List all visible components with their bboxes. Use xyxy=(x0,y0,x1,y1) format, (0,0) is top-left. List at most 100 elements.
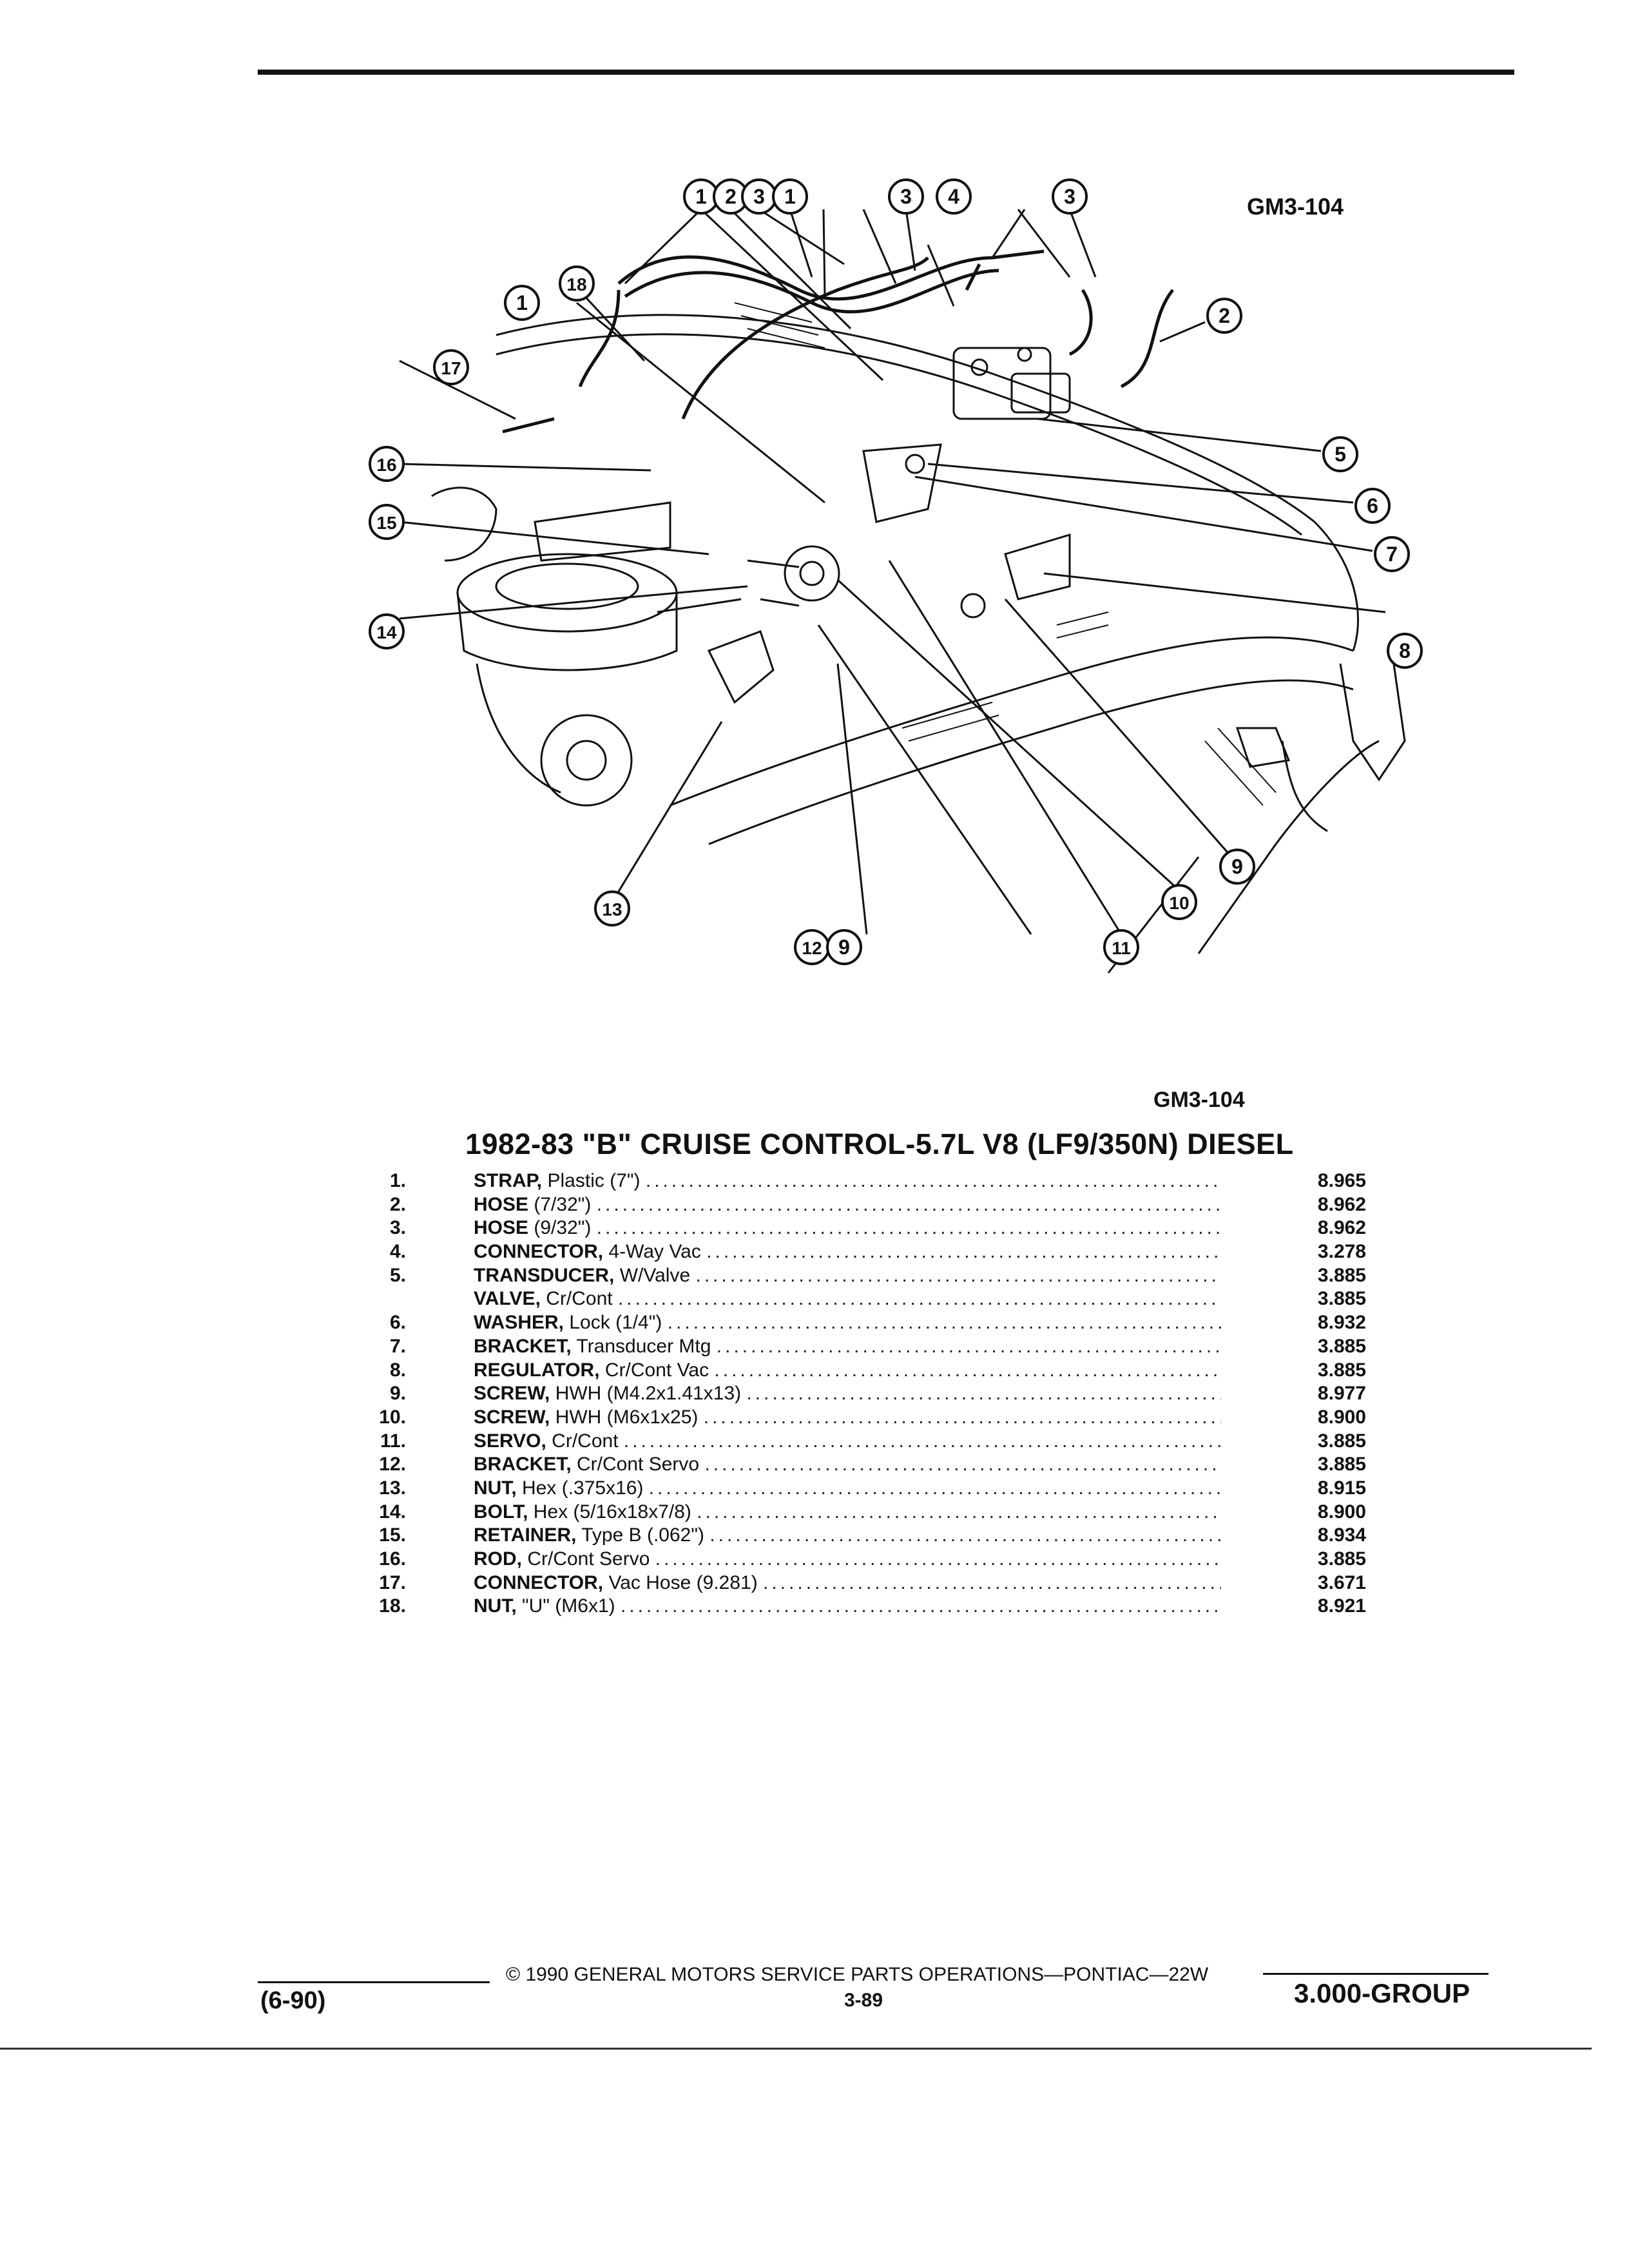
leader-dots: ........................................… xyxy=(655,1548,1221,1570)
part-detail: Plastic (7") xyxy=(547,1170,641,1191)
parts-row: 8. REGULATOR, Cr/Cont Vac ...............… xyxy=(367,1359,1366,1383)
leader-dots: ........................................… xyxy=(621,1595,1221,1617)
leader-dots: ........................................… xyxy=(703,1406,1221,1428)
part-number: 9. xyxy=(389,1383,406,1405)
part-description: RETAINER, Type B (.062") ...............… xyxy=(474,1524,1221,1547)
parts-row: 14. BOLT, Hex (5/16x18x7/8) .............… xyxy=(367,1501,1366,1524)
part-name: HOSE xyxy=(474,1193,529,1215)
part-code: 8.977 xyxy=(1317,1383,1366,1405)
part-code: 3.885 xyxy=(1317,1454,1366,1475)
callout-label: 16 xyxy=(376,455,396,475)
part-name: SCREW, xyxy=(474,1383,550,1405)
leader-dots: ........................................… xyxy=(645,1170,1221,1191)
part-detail: (9/32") xyxy=(534,1217,592,1239)
callout-marker: 10 xyxy=(1161,884,1197,920)
callout-marker: 7 xyxy=(1374,536,1410,572)
parts-row: 13. NUT, Hex (.375x16) ..................… xyxy=(367,1477,1366,1501)
part-number: 17. xyxy=(379,1571,406,1593)
part-code: 8.962 xyxy=(1317,1193,1366,1215)
part-description: REGULATOR, Cr/Cont Vac .................… xyxy=(474,1359,1221,1382)
part-number: 14. xyxy=(379,1501,406,1523)
callout-marker: 13 xyxy=(594,890,630,927)
callout-label: 5 xyxy=(1335,443,1346,466)
parts-row: 17.CONNECTOR, Vac Hose (9.281) .........… xyxy=(367,1571,1366,1595)
part-name: SERVO, xyxy=(474,1430,546,1452)
callout-label: 18 xyxy=(566,274,586,294)
part-name: CONNECTOR, xyxy=(474,1241,604,1263)
callout-markers: 1 2 3 1 3 4 3 2 18 1 17 5 16 6 15 7 14 8… xyxy=(369,178,1423,965)
part-number: 8. xyxy=(389,1359,406,1381)
leader-dots: ........................................… xyxy=(648,1477,1221,1499)
vacuum-hoses xyxy=(502,249,1174,434)
part-code: 8.921 xyxy=(1317,1595,1366,1617)
part-description: SCREW, HWH (M6x1x25) ...................… xyxy=(474,1406,1221,1429)
part-description: SCREW, HWH (M4.2x1.41x13) ..............… xyxy=(474,1382,1221,1405)
callout-marker: 12 xyxy=(794,929,830,965)
part-code: 8.900 xyxy=(1317,1501,1366,1523)
part-detail: Hex (.375x16) xyxy=(522,1477,644,1499)
figure-id-top: GM3-104 xyxy=(1247,193,1344,220)
leader-dots: ........................................… xyxy=(709,1524,1221,1546)
part-name: HOSE xyxy=(474,1217,529,1239)
callout-marker: 1 xyxy=(772,178,808,215)
callout-marker: 3 xyxy=(741,178,777,215)
callout-label: 1 xyxy=(784,185,796,208)
callout-marker: 1 xyxy=(683,178,719,215)
part-name: BRACKET, xyxy=(474,1335,572,1357)
callout-label: 3 xyxy=(753,185,765,208)
callout-marker: 11 xyxy=(1103,929,1139,965)
part-description: VALVE, Cr/Cont .........................… xyxy=(474,1287,1221,1311)
part-description: WASHER, Lock (1/4") ....................… xyxy=(474,1311,1221,1334)
callout-label: 10 xyxy=(1169,893,1189,913)
parts-list-title: 1982-83 "B" CRUISE CONTROL-5.7L V8 (LF9/… xyxy=(465,1128,1294,1160)
copyright-notice: © 1990 GENERAL MOTORS SERVICE PARTS OPER… xyxy=(506,1964,1209,1985)
part-description: BRACKET, Transducer Mtg ................… xyxy=(474,1335,1221,1358)
part-number: 1. xyxy=(389,1170,406,1191)
part-name: STRAP, xyxy=(474,1170,543,1191)
part-number: 2. xyxy=(389,1193,406,1215)
callout-label: 9 xyxy=(838,936,850,959)
engine-block xyxy=(431,486,678,807)
part-description: NUT, Hex (.375x16) .....................… xyxy=(474,1477,1221,1500)
part-code: 3.278 xyxy=(1317,1241,1366,1263)
callout-marker: 18 xyxy=(559,265,595,302)
part-number: 15. xyxy=(379,1524,406,1546)
leader-dots: ........................................… xyxy=(704,1454,1221,1475)
part-description: HOSE (7/32") ...........................… xyxy=(474,1193,1221,1216)
leader-dots: ........................................… xyxy=(617,1288,1221,1310)
part-detail: HWH (M6x1x25) xyxy=(555,1406,699,1428)
part-description: BRACKET, Cr/Cont Servo .................… xyxy=(474,1453,1221,1476)
part-detail: Cr/Cont xyxy=(552,1430,619,1452)
callout-marker: 4 xyxy=(936,178,972,215)
callout-label: 3 xyxy=(900,185,912,208)
parts-row: VALVE, Cr/Cont .........................… xyxy=(367,1287,1366,1311)
callout-label: 13 xyxy=(602,899,622,919)
parts-row: 10.SCREW, HWH (M6x1x25) ................… xyxy=(367,1406,1366,1430)
part-description: BOLT, Hex (5/16x18x7/8) ................… xyxy=(474,1501,1221,1524)
leader-dots: ........................................… xyxy=(667,1312,1221,1334)
part-name: TRANSDUCER, xyxy=(474,1264,615,1286)
part-description: NUT, "U" (M6x1) ........................… xyxy=(474,1595,1221,1618)
part-code: 8.934 xyxy=(1317,1524,1366,1546)
callout-marker: 15 xyxy=(369,504,405,540)
parts-row: 4.CONNECTOR, 4-Way Vac .................… xyxy=(367,1240,1366,1264)
part-detail: Transducer Mtg xyxy=(576,1335,711,1357)
parts-row: 3.HOSE (9/32") .........................… xyxy=(367,1216,1366,1240)
part-description: ROD, Cr/Cont Servo .....................… xyxy=(474,1548,1221,1571)
top-rule xyxy=(258,70,1514,75)
callout-marker: 5 xyxy=(1322,436,1358,472)
leader-dots: ........................................… xyxy=(697,1501,1221,1523)
part-description: TRANSDUCER, W/Valve ....................… xyxy=(474,1264,1221,1287)
part-number: 13. xyxy=(379,1477,406,1499)
callout-marker: 16 xyxy=(369,446,405,482)
callout-marker: 8 xyxy=(1387,633,1423,669)
fender-outline xyxy=(496,314,1406,974)
callout-marker: 3 xyxy=(1052,178,1088,215)
figure-id-caption: GM3-104 xyxy=(1153,1088,1245,1112)
parts-row: 16. ROD, Cr/Cont Servo ..................… xyxy=(367,1548,1366,1571)
part-detail: (7/32") xyxy=(534,1193,592,1215)
part-number: 16. xyxy=(379,1548,406,1570)
callout-label: 1 xyxy=(516,291,528,314)
callout-marker: 9 xyxy=(1219,849,1255,885)
parts-row: 2. HOSE (7/32") .........................… xyxy=(367,1193,1366,1217)
